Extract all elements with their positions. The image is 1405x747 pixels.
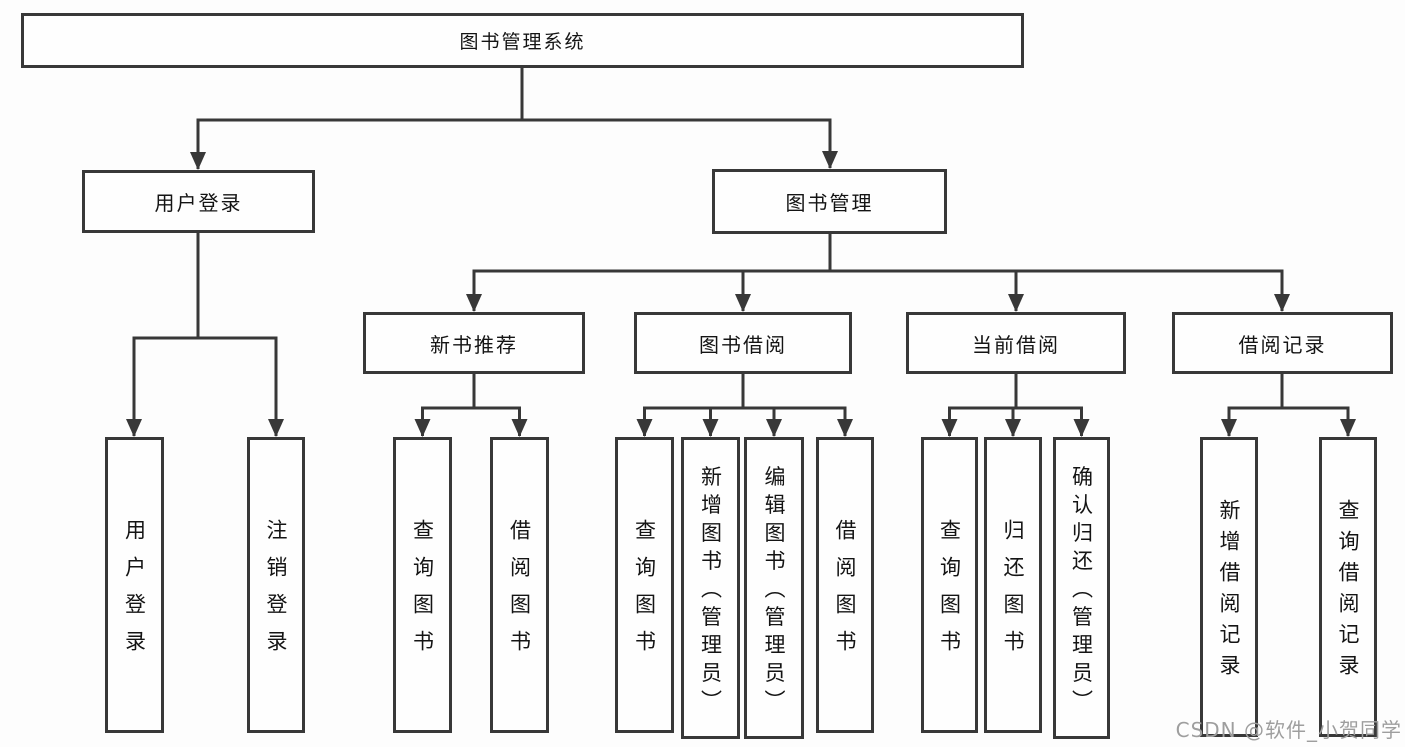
node-label: 查询借阅记录 [1336, 499, 1360, 685]
node-leaf-borrow-books-bb: 借阅图书 [816, 437, 874, 733]
node-label: 确认归还（管理员） [1069, 465, 1094, 718]
node-leaf-borrow-books-rec: 借阅图书 [490, 437, 549, 733]
node-leaf-query-books-rec: 查询图书 [393, 437, 452, 733]
node-label: 借阅记录 [1238, 332, 1327, 357]
node-leaf-add-borrow-record: 新增借阅记录 [1200, 437, 1258, 737]
node-label: 归还图书 [1001, 519, 1025, 667]
node-label: 借阅图书 [833, 519, 857, 667]
node-leaf-user-login: 用户登录 [105, 437, 164, 733]
node-current-borrow: 当前借阅 [906, 312, 1126, 374]
node-book-management: 图书管理 [712, 169, 947, 234]
node-label: 用户登录 [154, 191, 243, 215]
node-leaf-edit-books-admin: 编辑图书（管理员） [744, 437, 804, 739]
node-label: 借阅图书 [507, 519, 532, 667]
node-label: 查询图书 [937, 519, 962, 667]
node-label: 图书管理系统 [459, 31, 586, 53]
node-label: 图书管理 [785, 191, 874, 215]
node-user-login: 用户登录 [82, 170, 315, 233]
node-borrow-record: 借阅记录 [1172, 312, 1393, 374]
node-label: 新增图书（管理员） [698, 465, 723, 718]
node-new-book-recommend: 新书推荐 [363, 312, 585, 374]
watermark: CSDN @软件_小贺同学 [1175, 718, 1402, 742]
node-label: 用户登录 [122, 519, 147, 667]
node-leaf-query-books-bb: 查询图书 [615, 437, 674, 733]
node-leaf-query-borrow-record: 查询借阅记录 [1319, 437, 1377, 737]
node-leaf-logout: 注销登录 [247, 437, 305, 733]
node-label: 图书借阅 [699, 332, 787, 357]
node-label: 注销登录 [264, 519, 288, 667]
node-label: 新书推荐 [430, 332, 518, 357]
node-leaf-add-books-admin: 新增图书（管理员） [681, 437, 740, 739]
node-label: 新增借阅记录 [1217, 499, 1241, 685]
node-book-borrow: 图书借阅 [634, 312, 852, 374]
node-leaf-query-books-cb: 查询图书 [921, 437, 978, 733]
node-root: 图书管理系统 [21, 13, 1024, 68]
node-label: 当前借阅 [972, 332, 1060, 357]
node-leaf-confirm-return-admin: 确认归还（管理员） [1053, 437, 1110, 739]
node-label: 查询图书 [410, 519, 435, 667]
node-label: 查询图书 [632, 519, 657, 667]
node-leaf-return-books: 归还图书 [984, 437, 1042, 733]
node-label: 编辑图书（管理员） [762, 465, 786, 718]
